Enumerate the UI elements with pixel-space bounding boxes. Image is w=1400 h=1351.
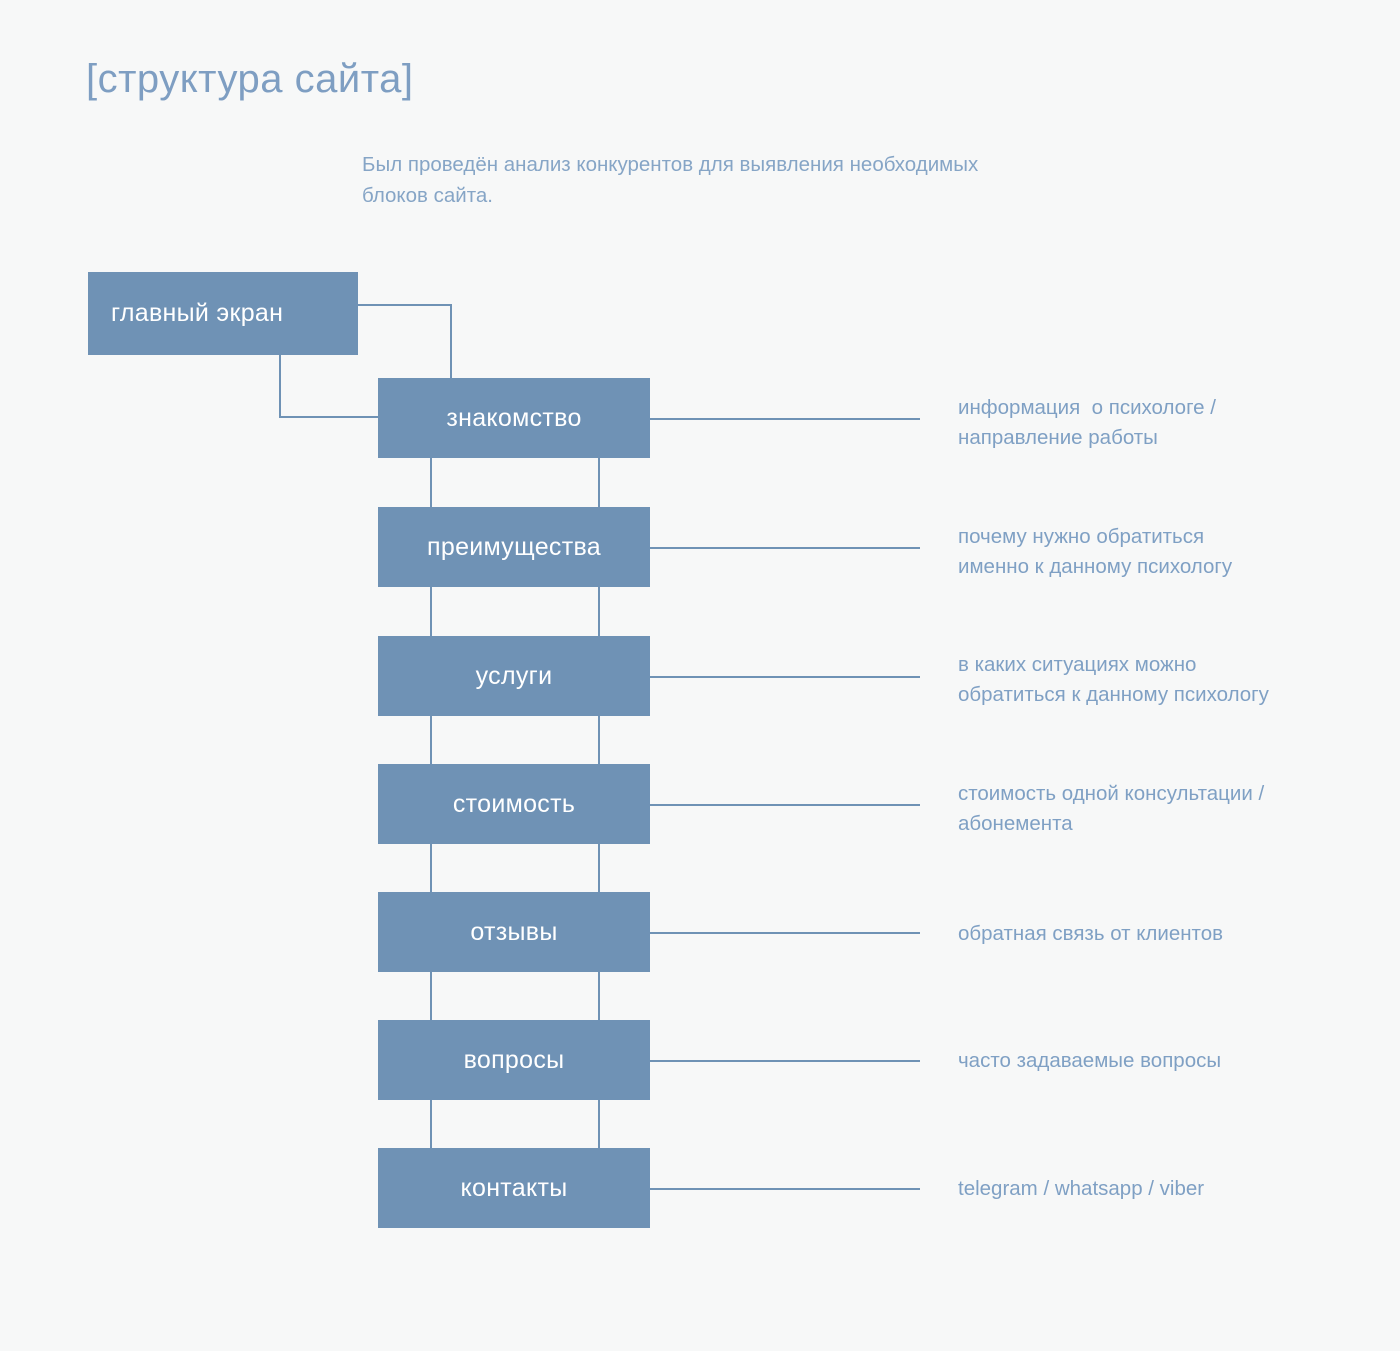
node-znakomstvo[interactable]: знакомство	[378, 378, 650, 458]
annotation-line-1: обратная связь от клиентов	[958, 922, 1224, 945]
annotation-preimushchestva: почему нужно обратиться именно к данному…	[958, 522, 1388, 582]
connector-rail-right-6	[598, 1100, 600, 1148]
node-kontakty[interactable]: контакты	[378, 1148, 650, 1228]
node-glavnyy-ekran[interactable]: главный экран	[88, 272, 358, 355]
annotation-line-2: именно к данному психологу	[958, 555, 1233, 578]
leader-line-preimushchestva	[650, 547, 920, 549]
leader-line-znakomstvo	[650, 418, 920, 420]
annotation-line-1: информация о психологе /	[958, 396, 1216, 419]
leader-line-uslugi	[650, 676, 920, 678]
connector-rail-left-1	[430, 458, 432, 507]
node-label: вопросы	[463, 1045, 565, 1074]
annotation-stoimost: стоимость одной консультации / абонемент…	[958, 779, 1388, 839]
connector-rail-right-1	[598, 458, 600, 507]
annotation-line-2: абонемента	[958, 812, 1073, 835]
node-voprosy[interactable]: вопросы	[378, 1020, 650, 1100]
annotation-line-1: часто задаваемые вопросы	[958, 1049, 1222, 1072]
connector-rail-left-3	[430, 716, 432, 764]
node-preimushchestva[interactable]: преимущества	[378, 507, 650, 587]
annotation-line-1: стоимость одной консультации /	[958, 782, 1265, 805]
annotation-voprosy: часто задаваемые вопросы	[958, 1046, 1388, 1076]
node-label: услуги	[475, 661, 553, 690]
node-stoimost[interactable]: стоимость	[378, 764, 650, 844]
connector-root-right-horizontal	[358, 304, 452, 306]
annotation-line-2: направление работы	[958, 426, 1158, 449]
connector-rail-left-2	[430, 587, 432, 636]
node-label: стоимость	[452, 789, 576, 818]
annotation-znakomstvo: информация о психологе / направление раб…	[958, 393, 1388, 453]
annotation-otzyvy: обратная связь от клиентов	[958, 919, 1388, 949]
connector-rail-right-5	[598, 972, 600, 1020]
page-title: [структура сайта]	[86, 57, 414, 101]
node-label: преимущества	[427, 532, 601, 561]
page-subtitle-line-2: необходимых блоков сайта.	[362, 153, 979, 207]
node-uslugi[interactable]: услуги	[378, 636, 650, 716]
node-label: контакты	[460, 1173, 568, 1202]
node-label: знакомство	[446, 403, 582, 432]
connector-root-bottom-horizontal	[279, 416, 380, 418]
connector-rail-left-5	[430, 972, 432, 1020]
leader-line-voprosy	[650, 1060, 920, 1062]
node-otzyvy[interactable]: отзывы	[378, 892, 650, 972]
annotation-line-1: в каких ситуациях можно	[958, 653, 1197, 676]
leader-line-kontakty	[650, 1188, 920, 1190]
connector-rail-left-4	[430, 844, 432, 892]
connector-rail-right-3	[598, 716, 600, 764]
connector-rail-left-6	[430, 1100, 432, 1148]
annotation-uslugi: в каких ситуациях можно обратиться к дан…	[958, 650, 1388, 710]
connector-root-right-vertical	[450, 304, 452, 379]
annotation-line-1: почему нужно обратиться	[958, 525, 1205, 548]
node-label: главный экран	[111, 299, 284, 327]
connector-rail-right-2	[598, 587, 600, 636]
leader-line-otzyvy	[650, 932, 920, 934]
page-subtitle-line-1: Был проведён анализ конкурентов для выяв…	[362, 153, 844, 176]
node-label: отзывы	[470, 917, 558, 946]
leader-line-stoimost	[650, 804, 920, 806]
connector-rail-right-4	[598, 844, 600, 892]
annotation-line-2: обратиться к данному психологу	[958, 683, 1269, 706]
annotation-kontakty: telegram / whatsapp / viber	[958, 1174, 1388, 1204]
connector-root-bottom-vertical	[279, 355, 281, 418]
annotation-line-1: telegram / whatsapp / viber	[958, 1177, 1205, 1200]
page-subtitle: Был проведён анализ конкурентов для выяв…	[362, 149, 1022, 211]
